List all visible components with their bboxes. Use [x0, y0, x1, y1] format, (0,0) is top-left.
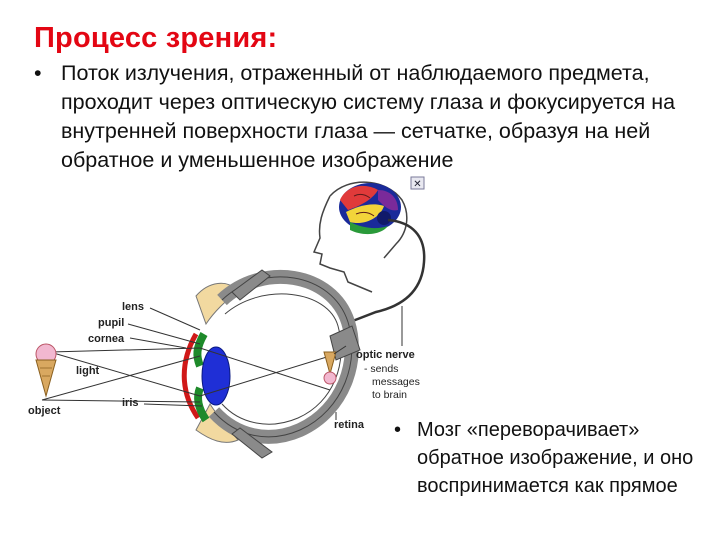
- close-icon[interactable]: ✕: [410, 176, 425, 190]
- light-rays: [41, 347, 331, 403]
- brain-illustration: [339, 183, 401, 235]
- object-icecream: [35, 343, 57, 398]
- cornea: [181, 332, 201, 420]
- lens: [201, 346, 231, 406]
- bullet-marker: •: [34, 61, 42, 85]
- label-retina: retina: [334, 419, 365, 431]
- eyeball: [208, 269, 361, 459]
- close-glyph: ✕: [413, 179, 421, 190]
- main-bullet-text: Поток излучения, отраженный от наблюдаем…: [61, 61, 676, 172]
- label-lens: lens: [122, 301, 144, 313]
- label-optic-note-1: - sends: [364, 363, 398, 375]
- label-optic-nerve: optic nerve: [356, 349, 415, 361]
- label-pointers: [127, 306, 403, 420]
- slide-title: Процесс зрения:: [34, 22, 278, 54]
- label-optic-note-3: to brain: [372, 389, 407, 401]
- nerve-to-brain: [349, 218, 426, 324]
- bottom-bullet-text: Мозг «переворачивает» обратное изображен…: [417, 419, 694, 497]
- main-bullet-text-clip: Поток излучения, отраженный от наблюдаем…: [61, 59, 684, 175]
- bullet-marker: •: [394, 419, 402, 441]
- label-optic-note-2: messages: [372, 376, 420, 388]
- iris: [193, 332, 210, 423]
- label-pupil: pupil: [98, 317, 124, 329]
- label-light: light: [76, 365, 100, 377]
- retina-image: [323, 351, 337, 385]
- label-iris: iris: [122, 397, 139, 409]
- main-bullet: • Поток излучения, отраженный от наблюда…: [34, 59, 684, 175]
- label-cornea: cornea: [88, 333, 125, 345]
- label-object: object: [28, 405, 61, 417]
- bottom-bullet: • Мозг «переворачивает» обратное изображ…: [394, 416, 704, 500]
